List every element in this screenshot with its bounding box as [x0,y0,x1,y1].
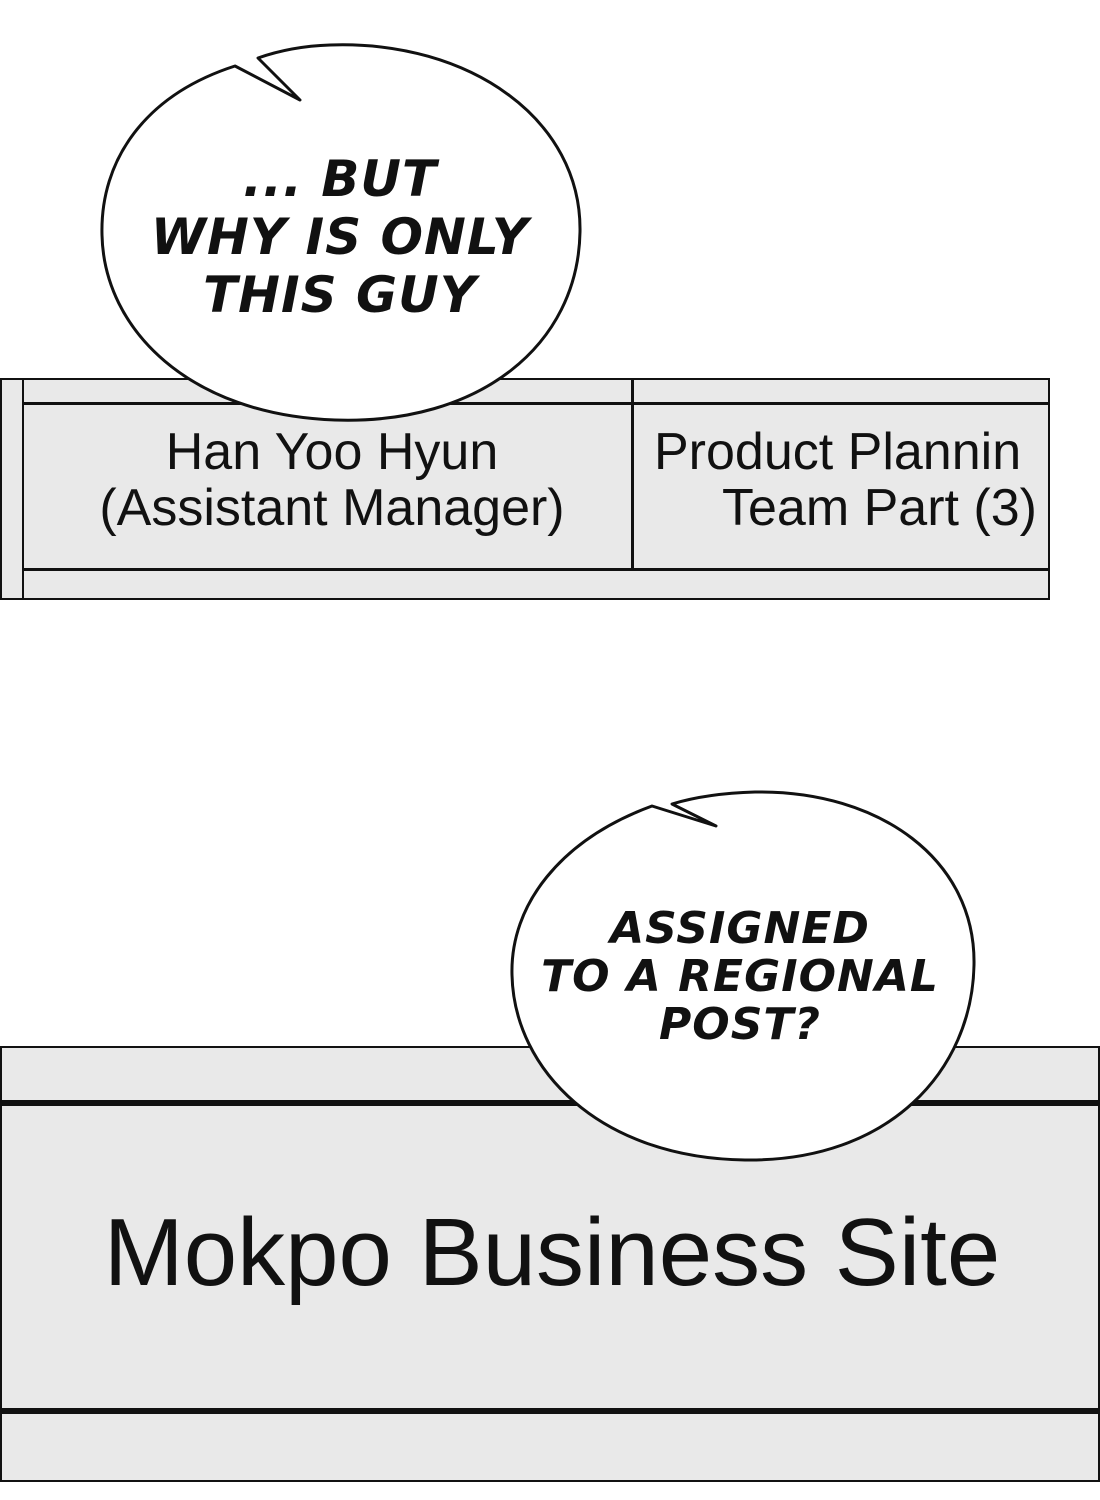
speech-bubble-top [100,43,582,422]
table-border-inner [22,380,24,598]
employee-title: (Assistant Manager) [99,479,565,537]
business-site-label: Mokpo Business Site [103,1199,1001,1306]
employee-record-table: Han Yoo Hyun (Assistant Manager) Product… [0,378,1050,600]
employee-name-cell: Han Yoo Hyun (Assistant Manager) [32,424,632,536]
speech-line: WHY IS ONLY [150,208,530,266]
team-line-1: Product Plannin [654,423,1022,481]
speech-bubble-bottom [510,790,976,1162]
speech-line: TO A REGIONAL [541,951,939,1002]
assignment-record-table: Mokpo Business Site [0,1046,1100,1482]
speech-text-top: ... BUT WHY IS ONLY THIS GUY [120,150,560,324]
team-text: Product Plannin Team Part (3) [654,424,1048,536]
table-row-bottom-border [22,568,1048,571]
table-row-top-border [2,1100,1098,1106]
table-row-top-border [22,402,1048,405]
speech-text-bottom: ASSIGNED TO A REGIONAL POST? [530,905,950,1049]
table-row-bottom-border [2,1408,1098,1414]
speech-line: THIS GUY [203,266,477,324]
team-cell: Product Plannin Team Part (3) [634,405,1048,568]
speech-line: ASSIGNED [610,903,870,954]
employee-name: Han Yoo Hyun [165,423,499,481]
speech-line: ... BUT [242,150,438,208]
team-line-2: Team Part (3) [722,479,1037,537]
table-column-divider [631,380,634,570]
speech-line: POST? [659,999,821,1050]
